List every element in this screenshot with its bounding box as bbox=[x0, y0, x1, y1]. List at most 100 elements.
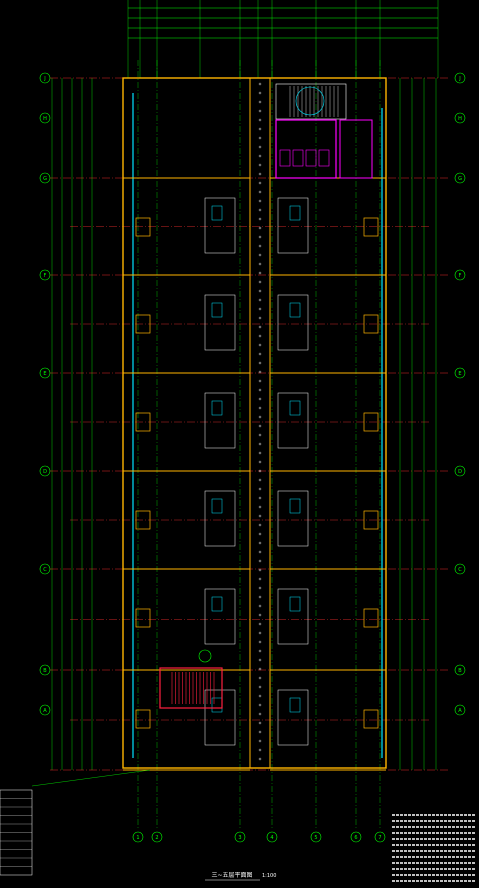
corridor-marker bbox=[258, 595, 262, 599]
exterior-wall bbox=[122, 77, 387, 769]
column-axis-bubble bbox=[310, 831, 322, 843]
corridor-marker bbox=[258, 172, 262, 176]
corridor-marker bbox=[258, 289, 262, 293]
drawing-title: 三~五层平面图 bbox=[211, 872, 252, 879]
corridor-marker bbox=[258, 424, 262, 428]
corridor-marker bbox=[258, 505, 262, 509]
central-corridor bbox=[249, 78, 271, 768]
row-axis-bubble bbox=[39, 269, 51, 281]
corridor-marker bbox=[258, 316, 262, 320]
row-axis-label: G bbox=[458, 176, 462, 182]
corridor-marker bbox=[258, 397, 262, 401]
toilet-block bbox=[275, 119, 373, 179]
corridor-marker bbox=[258, 181, 262, 185]
east-fixture bbox=[289, 498, 301, 514]
corridor-marker bbox=[258, 640, 262, 644]
east-fixture bbox=[289, 302, 301, 318]
west-fixture bbox=[211, 302, 223, 318]
west-balcony bbox=[135, 412, 151, 432]
corridor-marker bbox=[258, 658, 262, 662]
toilet-enclosure bbox=[275, 119, 337, 179]
corridor-marker bbox=[258, 136, 262, 140]
row-axis-label: E bbox=[43, 371, 46, 377]
row-axis-bubble bbox=[454, 664, 466, 676]
corridor-marker bbox=[258, 685, 262, 689]
corridor-marker bbox=[258, 298, 262, 302]
row-axis-bubble bbox=[454, 172, 466, 184]
west-fixture bbox=[211, 498, 223, 514]
corridor-marker bbox=[258, 127, 262, 131]
corridor-marker bbox=[258, 379, 262, 383]
corridor-marker bbox=[258, 460, 262, 464]
column-axis-label: 1 bbox=[136, 835, 139, 841]
column-axis-bubble bbox=[350, 831, 362, 843]
row-axis-label: D bbox=[458, 469, 462, 475]
east-fixture bbox=[289, 596, 301, 612]
corridor-marker bbox=[258, 478, 262, 482]
corridor-marker bbox=[258, 748, 262, 752]
corridor-marker bbox=[258, 190, 262, 194]
east-fixture bbox=[289, 400, 301, 416]
corridor-marker bbox=[258, 226, 262, 230]
corridor-marker bbox=[258, 604, 262, 608]
corridor-marker bbox=[258, 676, 262, 680]
east-balcony bbox=[363, 608, 379, 628]
stairwells bbox=[159, 83, 347, 709]
corridor-marker bbox=[258, 280, 262, 284]
corridor-marker bbox=[258, 577, 262, 581]
east-bathroom-pod bbox=[277, 392, 309, 449]
east-balcony bbox=[363, 510, 379, 530]
corridor-marker bbox=[258, 307, 262, 311]
toilet-stall bbox=[318, 149, 330, 167]
column-axis-bubble bbox=[151, 831, 163, 843]
west-balcony bbox=[135, 314, 151, 334]
corridor-marker bbox=[258, 433, 262, 437]
corridor-marker bbox=[258, 262, 262, 266]
west-bathroom-pod bbox=[204, 588, 236, 645]
row-axis-bubble bbox=[39, 563, 51, 575]
column-axis-label: 2 bbox=[155, 835, 158, 841]
east-bathroom-pod bbox=[277, 490, 309, 547]
corridor-marker bbox=[258, 649, 262, 653]
corridor-marker bbox=[258, 208, 262, 212]
column-axis-label: 6 bbox=[354, 835, 357, 841]
east-fixture bbox=[289, 205, 301, 221]
row-axis-label: B bbox=[458, 668, 462, 674]
row-axis-bubble bbox=[454, 465, 466, 477]
row-axis-bubble bbox=[454, 269, 466, 281]
column-axis-label: 4 bbox=[270, 835, 273, 841]
row-axis-bubble bbox=[39, 664, 51, 676]
corridor-marker bbox=[258, 586, 262, 590]
corridor-marker bbox=[258, 622, 262, 626]
toilet-stall bbox=[279, 149, 291, 167]
corridor-marker bbox=[258, 469, 262, 473]
west-bathroom-pod bbox=[204, 197, 236, 254]
corridor-marker bbox=[258, 388, 262, 392]
side-dimension-lines bbox=[51, 60, 437, 830]
corridor-marker bbox=[258, 253, 262, 257]
east-balcony bbox=[363, 217, 379, 237]
east-bathroom-pod bbox=[277, 197, 309, 254]
row-axis-label: G bbox=[43, 176, 47, 182]
column-axis-bubble bbox=[374, 831, 386, 843]
corridor-marker bbox=[258, 514, 262, 518]
row-axis-label: J bbox=[43, 76, 45, 82]
east-bathroom-pod bbox=[277, 588, 309, 645]
corridor-marker bbox=[258, 721, 262, 725]
corridor-marker bbox=[258, 568, 262, 572]
south-stair bbox=[159, 667, 223, 709]
west-bathroom-pod bbox=[204, 392, 236, 449]
general-notes bbox=[392, 814, 476, 882]
west-balcony bbox=[135, 510, 151, 530]
corridor-marker bbox=[258, 442, 262, 446]
corridor-marker bbox=[258, 631, 262, 635]
corridor-marker bbox=[258, 739, 262, 743]
west-fixture bbox=[211, 205, 223, 221]
corridor-marker bbox=[258, 217, 262, 221]
column-axis-bubble bbox=[266, 831, 278, 843]
row-axis-label: A bbox=[458, 708, 462, 714]
east-balcony bbox=[363, 412, 379, 432]
corridor-marker bbox=[258, 235, 262, 239]
